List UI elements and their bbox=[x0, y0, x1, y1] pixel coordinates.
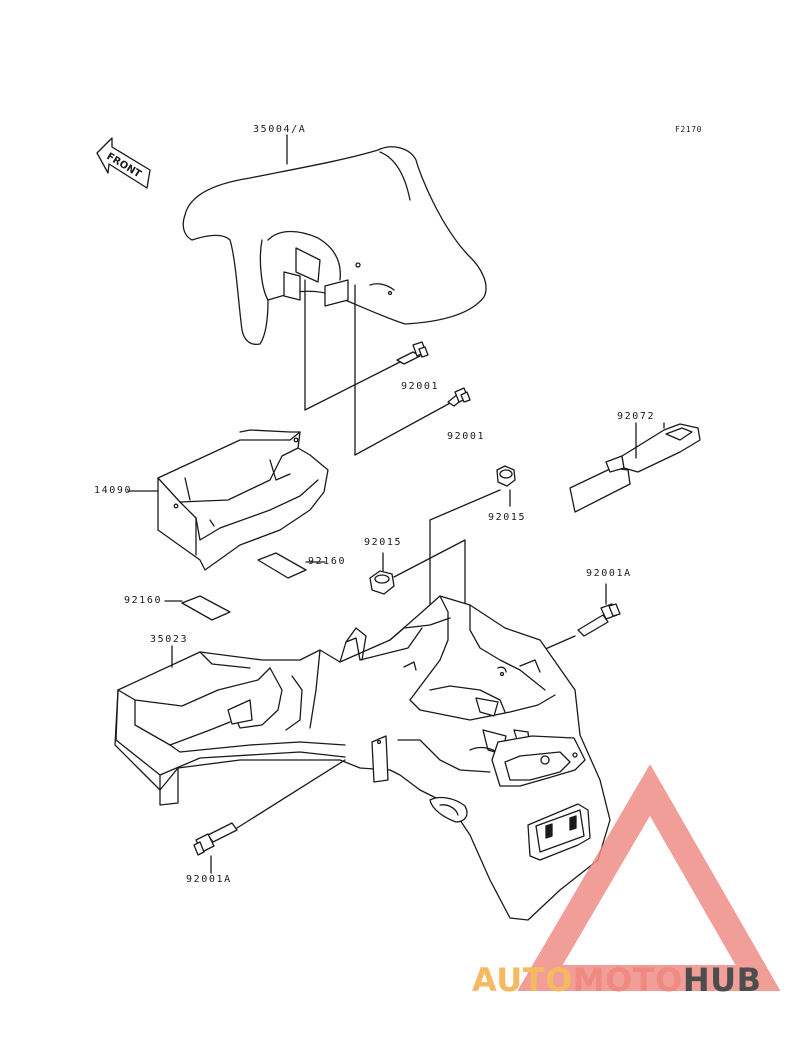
nut-92015-left-icon bbox=[369, 570, 395, 595]
bolt-92001-upper-icon bbox=[396, 341, 429, 365]
watermark-text: AUTOMOTOHUB bbox=[472, 960, 762, 1000]
label-nut-92015-right: 92015 bbox=[488, 512, 527, 523]
watermark-part-auto: AUTO bbox=[472, 961, 573, 999]
label-bolt-92001a-right: 92001A bbox=[586, 568, 632, 579]
label-pad-92160-lower: 92160 bbox=[124, 595, 163, 606]
label-strap: 92072 bbox=[617, 411, 656, 422]
figure-code: F2170 bbox=[675, 125, 703, 134]
bolt-92001a-right-icon bbox=[577, 603, 621, 637]
bolt-92001a-left-icon bbox=[193, 822, 238, 856]
nut-92015-right-icon bbox=[496, 465, 516, 487]
strap-part bbox=[569, 423, 701, 513]
watermark-part-moto: MOTO bbox=[572, 961, 683, 999]
pad-92160-upper-part bbox=[257, 552, 307, 579]
bolt-92001-lower-icon bbox=[447, 387, 471, 407]
label-rear-fender: 35023 bbox=[150, 634, 189, 645]
label-bolt-92001-lower: 92001 bbox=[447, 431, 486, 442]
battery-case-part bbox=[157, 429, 329, 571]
front-fender-part bbox=[182, 146, 487, 346]
watermark-part-hub: HUB bbox=[682, 961, 762, 999]
label-nut-92015-left: 92015 bbox=[364, 537, 403, 548]
label-bolt-92001-upper: 92001 bbox=[401, 381, 440, 392]
label-bolt-92001a-left: 92001A bbox=[186, 874, 232, 885]
label-front-fender: 35004/A bbox=[253, 124, 307, 135]
label-pad-92160-upper: 92160 bbox=[308, 556, 347, 567]
rear-fender-part bbox=[114, 595, 611, 921]
pad-92160-lower-part bbox=[181, 595, 231, 621]
front-arrow-icon: FRONT bbox=[96, 137, 151, 189]
label-battery-case: 14090 bbox=[94, 485, 133, 496]
watermark-logo-icon bbox=[517, 764, 781, 991]
